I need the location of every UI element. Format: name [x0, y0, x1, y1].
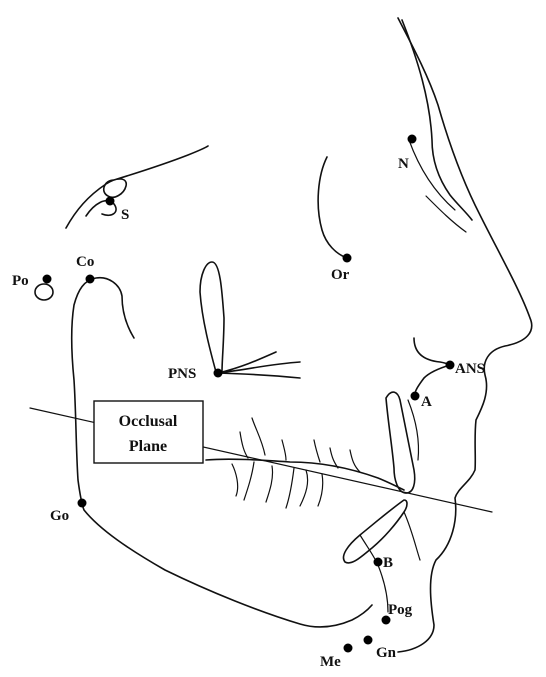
- landmark-b-label: B: [383, 555, 393, 571]
- landmark-po-point: [43, 275, 52, 284]
- landmark-gn-point: [364, 636, 373, 645]
- landmark-ans-point: [446, 361, 455, 370]
- nasal-bone-line: [402, 20, 472, 220]
- hard-palate: [218, 352, 300, 378]
- landmark-a-label: A: [421, 394, 432, 410]
- landmark-b-point: [374, 558, 383, 567]
- landmark-a-point: [411, 392, 420, 401]
- landmark-go-label: Go: [50, 508, 69, 524]
- orbit-outline: [318, 157, 347, 258]
- landmark-or-label: Or: [331, 267, 350, 283]
- maxilla-anterior: [414, 338, 450, 396]
- occlusal-plane-label-line2: Plane: [129, 438, 167, 455]
- landmark-s-label: S: [121, 207, 129, 223]
- lower-molars: [232, 462, 323, 508]
- landmark-go-point: [78, 499, 87, 508]
- upper-molars: [240, 418, 360, 472]
- landmark-or-point: [343, 254, 352, 263]
- landmark-n-label: N: [398, 156, 409, 172]
- landmark-me-point: [344, 644, 353, 653]
- landmark-pns-point: [214, 369, 223, 378]
- landmark-me-label: Me: [320, 654, 341, 670]
- porion-ring: [35, 284, 53, 300]
- landmark-pog-label: Pog: [388, 602, 413, 618]
- landmark-s-point: [106, 197, 115, 206]
- pterygomaxillary-fissure: [200, 262, 224, 372]
- landmark-co-point: [86, 275, 95, 284]
- landmark-co-label: Co: [76, 254, 94, 270]
- soft-tissue-profile: [398, 18, 532, 652]
- landmark-gn-label: Gn: [376, 645, 397, 661]
- landmark-po-label: Po: [12, 273, 29, 289]
- landmark-n-point: [408, 135, 417, 144]
- landmark-ans-label: ANS: [455, 361, 485, 377]
- lower-incisor: [343, 500, 407, 563]
- sella-turcica: [66, 146, 208, 228]
- landmark-pns-label: PNS: [168, 366, 196, 382]
- occlusal-plane-label-line1: Occlusal: [119, 413, 178, 430]
